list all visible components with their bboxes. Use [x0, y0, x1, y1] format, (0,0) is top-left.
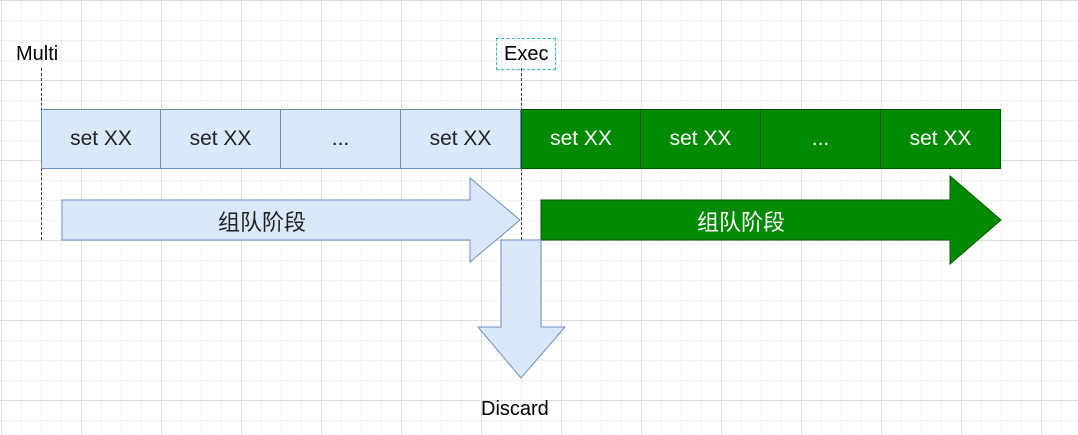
exec-phase-arrow[interactable]: [540, 174, 1002, 266]
queue-phase-arrow-label: 组队阶段: [217, 211, 306, 236]
executed-command-cell[interactable]: ...: [761, 109, 881, 169]
multi-label: Multi: [16, 43, 59, 65]
executed-command-cell[interactable]: set XX: [641, 109, 761, 169]
queued-command-cell[interactable]: set XX: [161, 109, 281, 169]
executed-command-cell[interactable]: set XX: [521, 109, 641, 169]
queued-command-cell[interactable]: set XX: [41, 109, 161, 169]
exec-phase-arrow-label: 组队阶段: [696, 211, 785, 236]
discard-label: Discard: [481, 398, 549, 420]
exec-label[interactable]: Exec: [496, 38, 557, 70]
executed-command-cell[interactable]: set XX: [881, 109, 1001, 169]
queue-phase-arrow[interactable]: [61, 176, 521, 264]
queued-command-cell[interactable]: set XX: [401, 109, 521, 169]
queued-command-row: set XX set XX ... set XX: [41, 109, 521, 169]
executed-command-row: set XX set XX ... set XX: [521, 109, 1001, 169]
queued-command-cell[interactable]: ...: [281, 109, 401, 169]
discard-arrow[interactable]: [476, 239, 567, 379]
